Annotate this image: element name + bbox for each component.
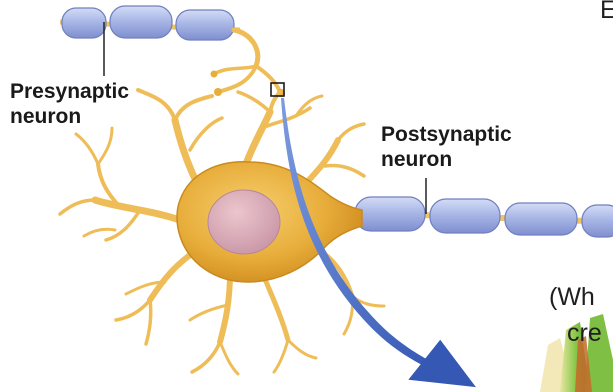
cut-off-caption-line1: (Wh bbox=[549, 283, 595, 311]
postsynaptic-axon bbox=[340, 197, 613, 237]
presynaptic-label-line2: neuron bbox=[10, 105, 81, 129]
cut-off-caption-line2: cre bbox=[567, 319, 602, 347]
postsynaptic-label-line1: Postsynaptic bbox=[381, 123, 512, 147]
presynaptic-myelin-sheath bbox=[62, 6, 234, 40]
postsynaptic-label-line2: neuron bbox=[381, 148, 452, 172]
presynaptic-label-line1: Presynaptic bbox=[10, 80, 129, 104]
cut-off-corner-text: E bbox=[600, 0, 613, 24]
postsynaptic-myelin-sheath bbox=[355, 197, 613, 237]
nucleus bbox=[208, 190, 280, 254]
